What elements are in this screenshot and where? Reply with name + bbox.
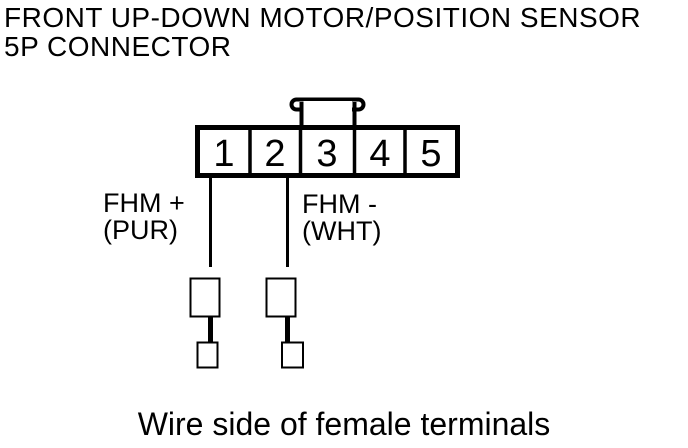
diagram-title-line1: FRONT UP-DOWN MOTOR/POSITION SENSOR — [4, 2, 642, 33]
label-fhm-minus-signal: FHM - — [302, 189, 377, 219]
pin-number-1: 1 — [213, 133, 234, 175]
terminal-tip-fhm-plus — [196, 341, 219, 369]
wire-fhm-minus — [265, 176, 304, 369]
caption: Wire side of female terminals — [137, 406, 551, 442]
terminal-body-fhm-minus — [265, 277, 297, 318]
wire-fhm-plus — [189, 176, 221, 369]
diagram-title: FRONT UP-DOWN MOTOR/POSITION SENSOR 5P C… — [4, 3, 641, 61]
pin-number-3: 3 — [316, 133, 337, 175]
label-fhm-plus: FHM + (PUR) — [103, 190, 185, 244]
pin-dividers — [248, 129, 407, 174]
label-fhm-plus-color: (PUR) — [103, 215, 178, 245]
pin-number-4: 4 — [369, 133, 390, 175]
pin-number-5: 5 — [420, 133, 441, 175]
terminal-body-fhm-plus — [189, 277, 221, 318]
connector-body — [195, 125, 460, 178]
pin-number-2: 2 — [264, 133, 285, 175]
terminal-tip-fhm-minus — [281, 341, 304, 369]
label-fhm-minus: FHM - (WHT) — [302, 191, 381, 245]
diagram-title-line2: 5P CONNECTOR — [4, 31, 232, 62]
label-fhm-plus-signal: FHM + — [103, 188, 185, 218]
connector-latch-tab — [289, 97, 366, 128]
label-fhm-minus-color: (WHT) — [302, 216, 382, 246]
